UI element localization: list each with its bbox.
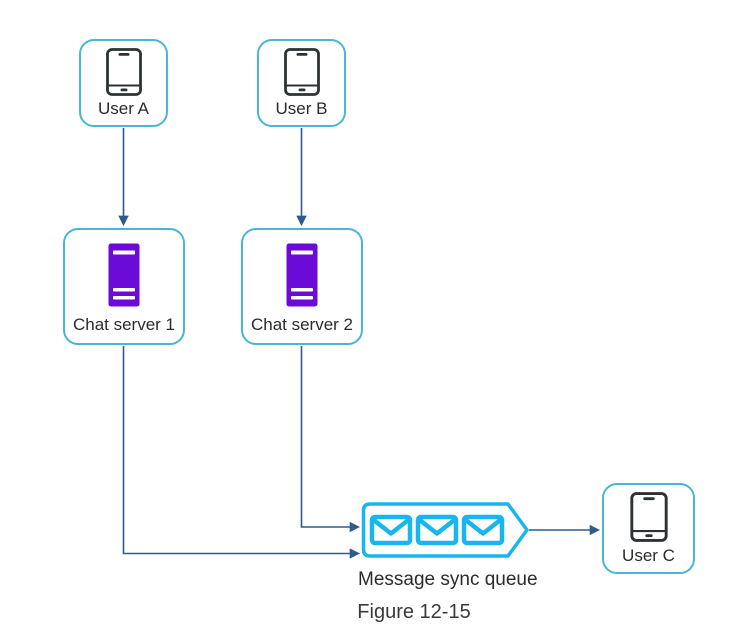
node-user-a: User A: [79, 39, 168, 127]
node-message-sync-queue: [361, 502, 529, 558]
smartphone-icon: [105, 48, 142, 96]
smartphone-icon: [629, 492, 668, 542]
node-user-b: User B: [257, 39, 346, 127]
envelope-icon: [369, 514, 413, 546]
server-icon: [108, 243, 140, 307]
node-chat-server-2: Chat server 2: [241, 228, 363, 345]
node-label-chat-server-1: Chat server 1: [72, 315, 176, 335]
edge-chat-server-1-to-queue: [122, 346, 361, 559]
envelope-icon: [461, 514, 505, 546]
node-chat-server-1: Chat server 1: [63, 228, 185, 345]
node-label-user-b: User B: [275, 99, 328, 119]
figure-caption: Figure 12-15: [357, 601, 471, 623]
queue-label: Message sync queue: [358, 569, 538, 590]
node-label-user-a: User A: [97, 99, 150, 119]
server-icon: [286, 243, 318, 307]
edge-chat-server-2-to-queue: [300, 346, 361, 533]
node-label-chat-server-2: Chat server 2: [250, 315, 354, 335]
node-label-user-c: User C: [622, 546, 675, 566]
smartphone-icon: [283, 48, 320, 96]
envelope-icon: [415, 514, 459, 546]
node-user-c: User C: [602, 483, 695, 574]
